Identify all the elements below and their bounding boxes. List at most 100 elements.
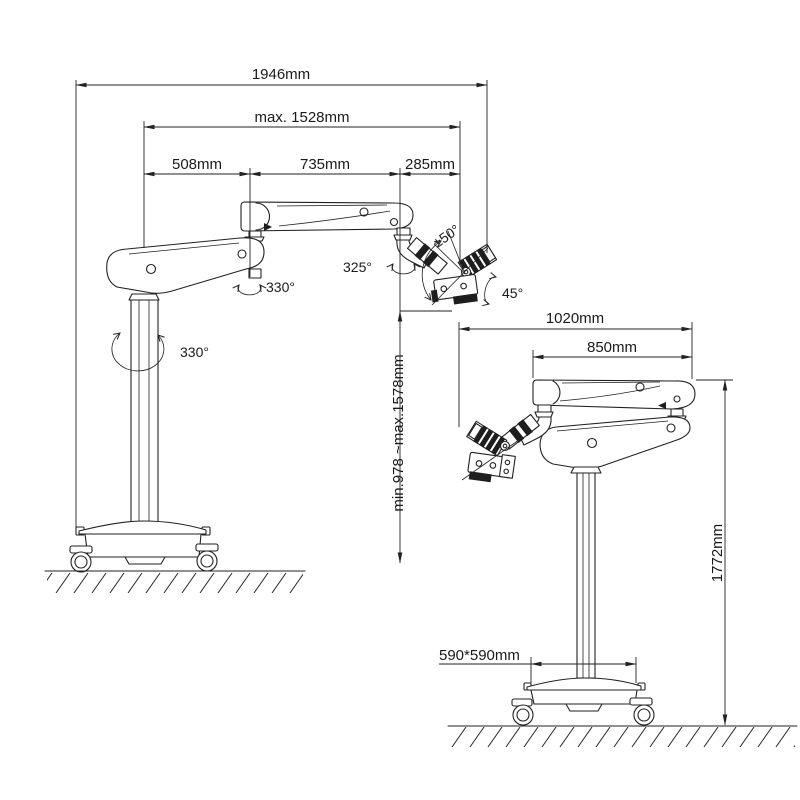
lower-arm-post	[248, 268, 262, 279]
base-plate	[78, 520, 207, 535]
head-body-group	[430, 274, 479, 305]
bracket-hole-2	[503, 468, 509, 475]
lower-arm-hole	[145, 263, 157, 275]
dim-width-label: 1020mm	[546, 310, 604, 327]
microscope-head	[461, 404, 554, 483]
caster-wheel-right	[633, 704, 655, 726]
dim-overall-height-label: 1772mm	[709, 524, 726, 582]
head-swivel-arrow	[485, 277, 496, 304]
caster-bracket-right	[195, 543, 219, 552]
upper-arm-axle-hole	[673, 395, 681, 403]
column-cap	[128, 293, 160, 301]
clamp-band	[517, 419, 533, 437]
left-view-dimensions: 1946mm max. 1528mm 508mm 735mm 285mm min…	[75, 66, 488, 564]
head-pivot	[499, 440, 511, 452]
eyepiece-ring-3	[470, 251, 485, 271]
dim-overall-reach-label: 1946mm	[252, 66, 310, 83]
upper-arm-top-line	[561, 381, 661, 384]
eyepiece-assembly	[466, 420, 508, 457]
head-foot	[468, 471, 492, 483]
eyepiece-tip	[468, 422, 483, 440]
upper-arm-hole	[635, 382, 645, 392]
caster-wheel-right	[196, 550, 218, 572]
arm-joint-neck	[670, 408, 684, 417]
base-tray	[124, 556, 166, 565]
head-flange	[393, 234, 413, 241]
lower-arm	[539, 416, 691, 470]
lower-arm-hole	[586, 437, 598, 449]
dim-segment-rear-label: 508mm	[172, 156, 222, 173]
eyepiece-tip	[481, 245, 497, 263]
head-tilt-label: ±50°	[430, 221, 463, 251]
lower-arm-top-line	[128, 242, 240, 255]
base-body	[84, 533, 202, 558]
upper-arm	[240, 201, 414, 232]
caster-bracket-right	[629, 697, 653, 706]
head-knob-2	[460, 282, 467, 290]
arm-joint-rotation-arrow	[238, 285, 261, 296]
eyepiece-ring-2	[485, 432, 500, 452]
clamp-lever	[658, 402, 666, 409]
clamp-lever	[264, 223, 272, 231]
caster-hub-right	[200, 554, 214, 568]
arm-joint-neck	[248, 230, 262, 238]
dim-base-footprint-label: 590*590mm	[439, 647, 520, 664]
caster-wheel-left	[70, 551, 92, 573]
head-body-group	[467, 451, 516, 483]
dim-height-range-label: min.978 ~max.1578mm	[390, 354, 407, 511]
lower-arm-top-line	[556, 420, 669, 432]
head-tilt-ray-2	[447, 230, 466, 275]
head-neck	[396, 227, 411, 236]
head-pivot-center	[502, 443, 508, 449]
upper-arm-joint-arc	[552, 380, 561, 405]
dim-segment-front-label: 285mm	[405, 156, 455, 173]
upper-arm-joint-arc	[255, 202, 271, 231]
caster-hub-left	[516, 708, 530, 722]
head-neck	[537, 404, 552, 413]
lower-arm-hole-2	[666, 423, 676, 433]
arm-joint-rotation-label: 330°	[266, 279, 295, 295]
left-view-machine	[44, 201, 498, 593]
head-foot	[452, 293, 478, 305]
lower-arm	[106, 237, 265, 294]
head-swivel-label: 45°	[502, 285, 523, 301]
head-arm-rotation-label: 325°	[343, 259, 372, 275]
head-knob-2	[489, 462, 497, 469]
caster-wheel-left	[512, 704, 534, 726]
column-rotation-arrow	[111, 333, 164, 372]
head-bracket-plate	[498, 454, 516, 479]
column	[576, 472, 596, 679]
eyepiece-ring-4	[476, 247, 491, 267]
upper-arm-hole	[359, 207, 369, 217]
head-knob	[475, 460, 483, 467]
eyepiece-ring	[491, 436, 506, 455]
ground-hatching	[450, 727, 795, 748]
right-view-dimensions: 1020mm 850mm 1772mm 590*590mm	[439, 310, 733, 726]
column	[130, 299, 159, 523]
head-flange	[534, 411, 554, 418]
upper-arm-top-line	[276, 204, 388, 207]
dim-segment-mid-label: 735mm	[300, 156, 350, 173]
upper-arm-axle-hole	[389, 217, 399, 227]
ground-hatching	[47, 572, 303, 593]
head-tilt-arc	[421, 241, 441, 300]
right-view-machine	[447, 379, 798, 748]
base-tray	[565, 703, 603, 712]
column-rotation-label: 330°	[180, 344, 209, 360]
base-body	[530, 689, 638, 705]
eyepiece-ring-4	[473, 425, 488, 444]
dim-arm-span-label: 850mm	[587, 339, 637, 356]
lower-arm-hole-2	[237, 249, 247, 259]
upper-arm-belly-line	[559, 385, 661, 402]
bracket-hole	[504, 459, 511, 466]
column-cap	[570, 466, 602, 474]
caster-hub-right	[637, 708, 651, 722]
eyepiece-ring-3	[479, 428, 494, 448]
upper-arm-belly-line	[278, 210, 391, 227]
head-axis-line	[461, 436, 524, 481]
dim-max-extension-label: max. 1528mm	[254, 109, 349, 126]
caster-hub-left	[74, 555, 88, 569]
base-plate	[526, 677, 642, 691]
